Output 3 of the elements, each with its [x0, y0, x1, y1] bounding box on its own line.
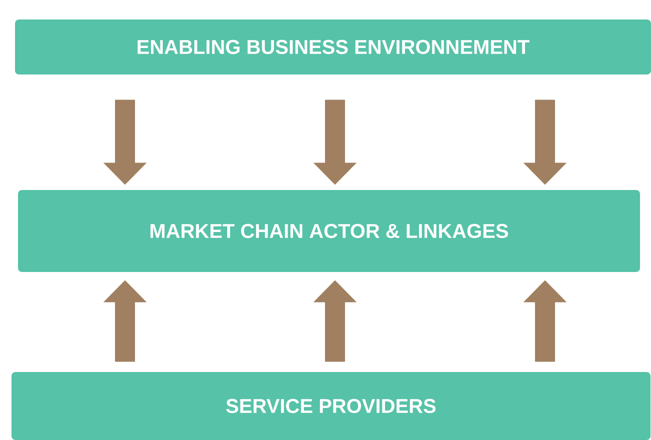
band: SERVICE PROVIDERS	[12, 372, 650, 440]
band: MARKET CHAIN ACTOR & LINKAGES	[18, 190, 640, 272]
band: ENABLING BUSINESS ENVIRONNEMENT	[15, 20, 651, 74]
